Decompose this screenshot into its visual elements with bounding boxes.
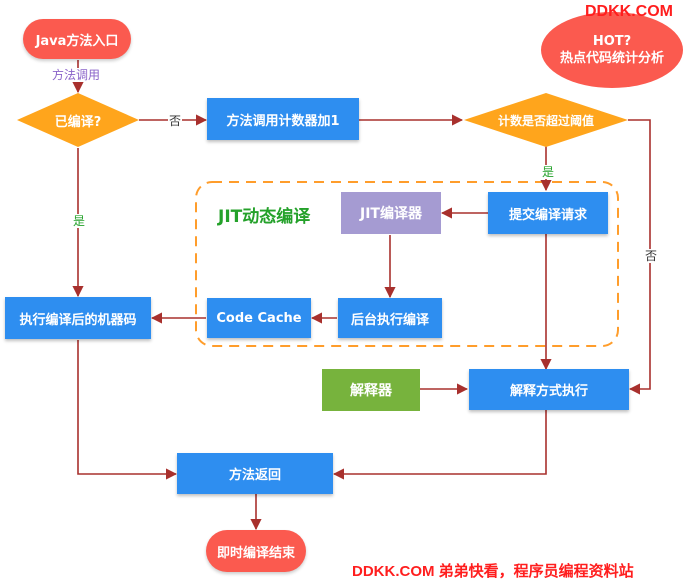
- edge-interp-to-return: [332, 410, 547, 480]
- submit-request-node: 提交编译请求: [488, 192, 608, 234]
- counter-add-node: 方法调用计数器加1: [207, 98, 359, 140]
- interp-exec-node: 解释方式执行: [469, 369, 629, 410]
- method-return-node: 方法返回: [177, 453, 333, 494]
- threshold-decision-diamond: [464, 93, 628, 147]
- edge-exec-to-return: [77, 340, 178, 480]
- code-cache-node: Code Cache: [207, 298, 311, 338]
- edge-label-method-call: 方法调用: [51, 68, 102, 82]
- interpreter-node: 解释器: [322, 369, 420, 411]
- compile-end-node: 即时编译结束: [206, 530, 306, 572]
- edge-label-no-interp: 否: [644, 249, 659, 263]
- jit-section-title: JIT动态编译: [218, 207, 311, 227]
- compiled-decision-label: 已编译?: [54, 114, 102, 130]
- edge-label-yes-submit: 是: [541, 165, 556, 179]
- watermark-bottom: DDKK.COM 弟弟快看，程序员编程资料站: [352, 563, 634, 580]
- bg-compile-node: 后台执行编译: [338, 298, 442, 338]
- jit-compiler-node: JIT编译器: [341, 192, 441, 234]
- jit-dashed-frame: [195, 181, 619, 347]
- java-entry-node: Java方法入口: [23, 19, 131, 59]
- exec-compiled-node: 执行编译后的机器码: [5, 297, 151, 339]
- compiled-decision-diamond: [17, 93, 139, 147]
- hot-bubble: [541, 12, 683, 88]
- hot-analysis-label: 热点代码统计分析: [559, 51, 664, 66]
- edge-label-yes-exec: 是: [72, 214, 87, 228]
- hot-analysis-node: HOT? 热点代码统计分析: [545, 22, 679, 78]
- hot-label: HOT?: [592, 34, 632, 49]
- watermark-top: DDKK.COM: [585, 3, 673, 20]
- threshold-decision-label: 计数是否超过阈值: [497, 113, 594, 128]
- edge-label-no-counter: 否: [168, 114, 183, 128]
